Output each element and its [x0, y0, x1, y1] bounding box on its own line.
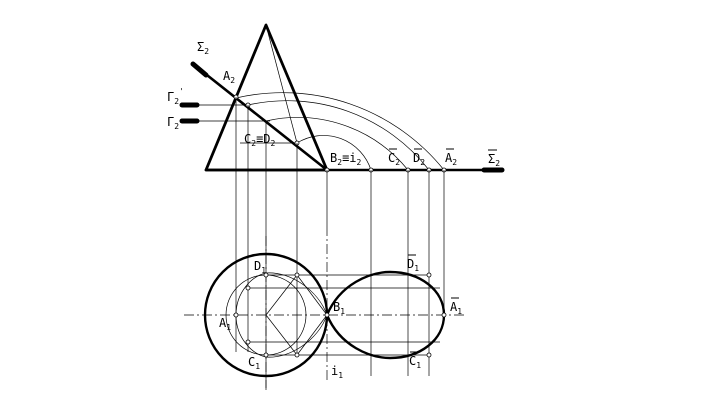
label-d1-bar: D1 — [407, 257, 419, 273]
label-gamma2-prime: Γ2' — [167, 87, 184, 106]
label-b1: B1 — [333, 300, 345, 316]
sigma2-trace-end — [190, 61, 209, 78]
rotation-arc-a — [235, 92, 445, 171]
label-a2-bar: A2 — [445, 151, 457, 167]
labels: Σ2 A2 Γ2' Γ2 C2≡D2 B2≡i2 C2 D2 A2 Σ2 D1 … — [167, 40, 500, 380]
rotation-arc-d — [296, 135, 372, 171]
label-sigma2: Σ2 — [197, 40, 209, 56]
point-top — [245, 285, 251, 291]
point-d1-bar — [426, 272, 432, 278]
diag-1 — [265, 274, 298, 316]
sigma2-trace — [191, 62, 329, 172]
label-b2i2: B2≡i2 — [330, 151, 362, 167]
diag-4 — [296, 314, 328, 356]
frontal-projection — [179, 23, 505, 173]
label-c1-bar: C1 — [409, 354, 421, 370]
label-gamma2: Γ2 — [167, 115, 179, 131]
cone-generatrix — [265, 24, 298, 144]
label-a1: A1 — [219, 316, 231, 332]
label-a1-bar: A1 — [450, 300, 462, 316]
horizontal-projection — [184, 226, 465, 392]
point-c1-2 — [294, 352, 300, 358]
point-d1-2 — [294, 272, 300, 278]
point-a1-bar — [441, 312, 447, 318]
point-a1 — [233, 312, 239, 318]
label-d1: D1 — [254, 259, 266, 275]
diag-2 — [265, 314, 298, 356]
point-c1-bar — [426, 352, 432, 358]
rotation-arc-c — [265, 117, 409, 171]
point-bottom — [245, 339, 251, 345]
point-c1 — [263, 352, 269, 358]
cone-outline — [204, 23, 329, 172]
point-b1 — [324, 312, 330, 318]
diag-3 — [296, 274, 328, 316]
point-d1 — [263, 272, 269, 278]
rotation-arc-b — [247, 100, 430, 171]
label-a2: A2 — [223, 69, 235, 85]
label-c2-bar: C2 — [388, 151, 400, 167]
label-c1: C1 — [248, 355, 260, 371]
label-c2d2: C2≡D2 — [244, 132, 276, 148]
label-sigma2-bar: Σ2 — [488, 152, 500, 168]
label-d2-bar: D2 — [413, 151, 425, 167]
label-i1: i1 — [331, 364, 343, 380]
